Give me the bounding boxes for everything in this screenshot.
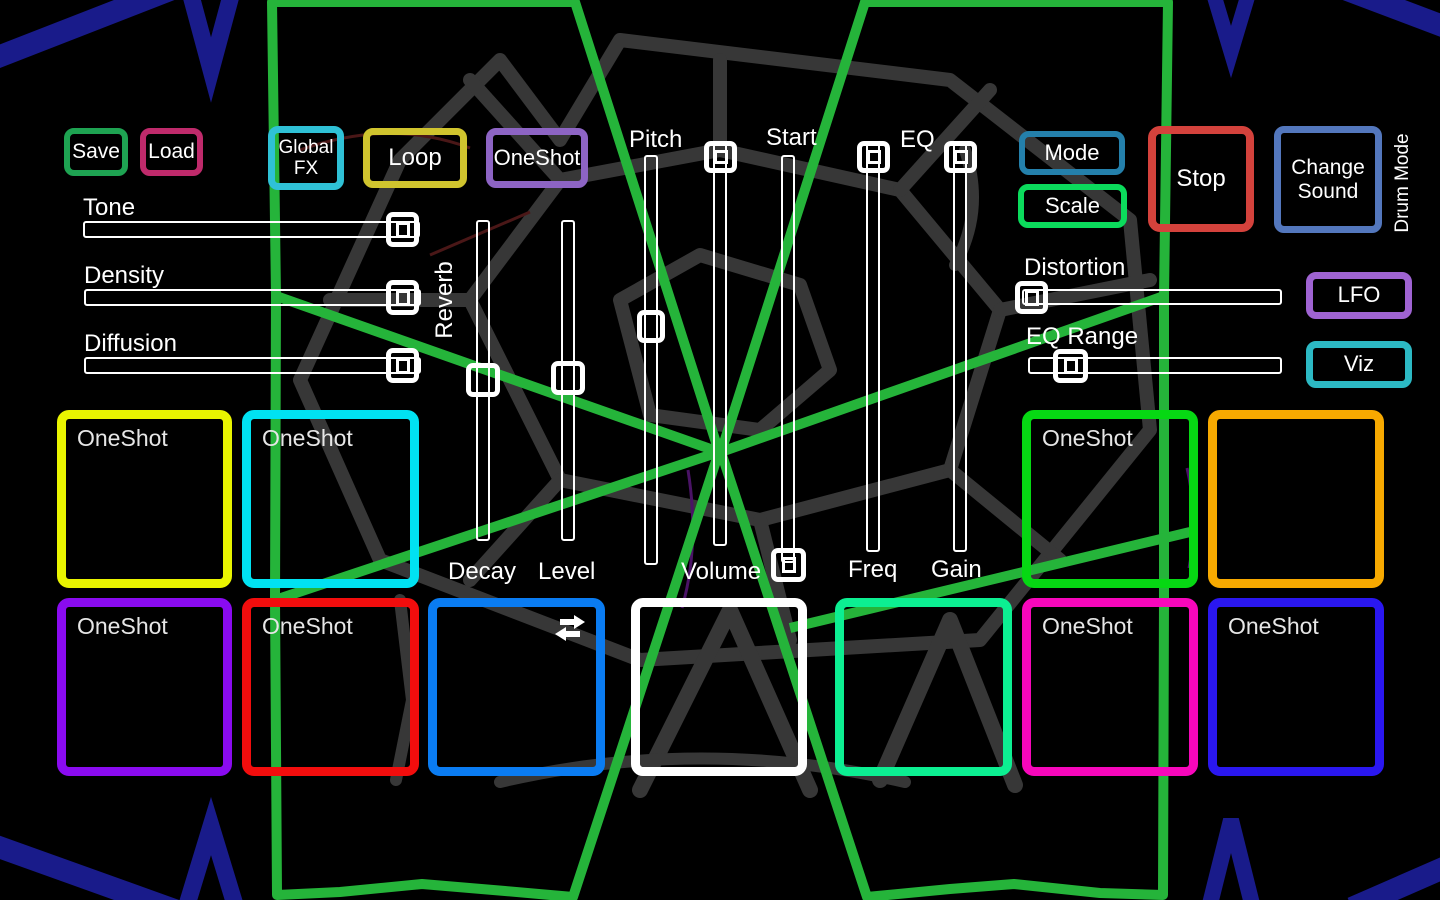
eq-group-label: EQ bbox=[900, 126, 935, 153]
gain-slider-track[interactable] bbox=[953, 142, 967, 552]
pad-10-label: OneShot bbox=[1042, 613, 1133, 639]
diffusion-label: Diffusion bbox=[84, 330, 177, 357]
diffusion-handle-inner bbox=[395, 357, 410, 374]
distortion-handle-inner bbox=[1024, 289, 1039, 306]
pad-3-label: OneShot bbox=[1042, 425, 1133, 451]
freq-handle-inner bbox=[866, 150, 881, 164]
decay-label: Decay bbox=[448, 558, 517, 585]
pad-3[interactable]: OneShot bbox=[1022, 410, 1198, 588]
freq-slider-handle[interactable] bbox=[857, 141, 890, 173]
pad-5-label: OneShot bbox=[77, 613, 168, 639]
change-sound-button[interactable]: Change Sound bbox=[1274, 126, 1382, 233]
stop-button[interactable]: Stop bbox=[1148, 126, 1254, 232]
lfo-button[interactable]: LFO bbox=[1306, 272, 1412, 319]
pad-11-label: OneShot bbox=[1228, 613, 1319, 639]
volume-slider-track[interactable] bbox=[713, 142, 727, 546]
tone-handle-inner bbox=[395, 221, 410, 238]
pad-1[interactable]: OneShot bbox=[57, 410, 232, 588]
eq-range-label: EQ Range bbox=[1026, 323, 1139, 350]
volume-label: Volume bbox=[681, 558, 762, 585]
freq-label: Freq bbox=[848, 556, 898, 583]
save-button[interactable]: Save bbox=[64, 128, 128, 176]
oneshot-button[interactable]: OneShot bbox=[486, 128, 588, 188]
tone-label: Tone bbox=[83, 194, 136, 221]
eq-range-slider-track[interactable] bbox=[1028, 357, 1282, 374]
load-button[interactable]: Load bbox=[140, 128, 203, 176]
level-slider-track[interactable] bbox=[561, 220, 575, 541]
reverb-group-label: Reverb bbox=[431, 261, 458, 339]
start-handle-inner bbox=[781, 557, 796, 573]
pad-1-label: OneShot bbox=[77, 425, 168, 451]
scale-button[interactable]: Scale bbox=[1018, 184, 1127, 228]
gain-label: Gain bbox=[931, 556, 982, 583]
pad-6-label: OneShot bbox=[262, 613, 353, 639]
distortion-slider-handle[interactable] bbox=[1015, 281, 1048, 314]
pad-10[interactable]: OneShot bbox=[1022, 598, 1198, 776]
density-handle-inner bbox=[395, 289, 410, 306]
pad-2-label: OneShot bbox=[262, 425, 353, 451]
drum-mode-indicator: Drum Mode bbox=[1392, 133, 1413, 233]
level-slider-handle[interactable] bbox=[551, 361, 585, 395]
pad-7[interactable] bbox=[428, 598, 605, 776]
diffusion-slider-handle[interactable] bbox=[386, 348, 419, 383]
density-slider-handle[interactable] bbox=[386, 280, 419, 315]
eq-range-slider-handle[interactable] bbox=[1053, 349, 1088, 383]
start-slider-handle[interactable] bbox=[771, 548, 806, 582]
density-slider-track[interactable] bbox=[84, 289, 421, 306]
level-label: Level bbox=[538, 558, 596, 585]
pad-11[interactable]: OneShot bbox=[1208, 598, 1384, 776]
diffusion-slider-track[interactable] bbox=[84, 357, 421, 374]
pitch-slider-track[interactable] bbox=[644, 155, 658, 565]
pad-4[interactable] bbox=[1208, 410, 1384, 588]
pad-6[interactable]: OneShot bbox=[242, 598, 419, 776]
start-slider-track[interactable] bbox=[781, 155, 795, 563]
decay-slider-handle[interactable] bbox=[466, 363, 500, 397]
volume-slider-handle[interactable] bbox=[704, 141, 737, 173]
eq-range-handle-inner bbox=[1063, 358, 1078, 374]
repeat-icon bbox=[555, 615, 585, 641]
loop-button[interactable]: Loop bbox=[363, 128, 467, 188]
pad-2[interactable]: OneShot bbox=[242, 410, 419, 588]
distortion-label: Distortion bbox=[1024, 254, 1126, 281]
decay-slider-track[interactable] bbox=[476, 220, 490, 541]
freq-slider-track[interactable] bbox=[866, 142, 880, 552]
gain-slider-handle[interactable] bbox=[944, 141, 977, 173]
pitch-slider-handle[interactable] bbox=[637, 310, 665, 343]
pad-9[interactable] bbox=[835, 598, 1012, 776]
pad-8[interactable] bbox=[631, 598, 807, 776]
distortion-slider-track[interactable] bbox=[1022, 289, 1282, 305]
viz-button[interactable]: Viz bbox=[1306, 341, 1412, 388]
tone-slider-handle[interactable] bbox=[386, 212, 419, 247]
pitch-label: Pitch bbox=[629, 126, 683, 153]
pad-5[interactable]: OneShot bbox=[57, 598, 232, 776]
gain-handle-inner bbox=[953, 150, 968, 164]
volume-handle-inner bbox=[713, 150, 728, 164]
density-label: Density bbox=[84, 262, 165, 289]
tone-slider-track[interactable] bbox=[83, 221, 420, 238]
mode-button[interactable]: Mode bbox=[1019, 131, 1125, 175]
start-label: Start bbox=[766, 124, 817, 151]
